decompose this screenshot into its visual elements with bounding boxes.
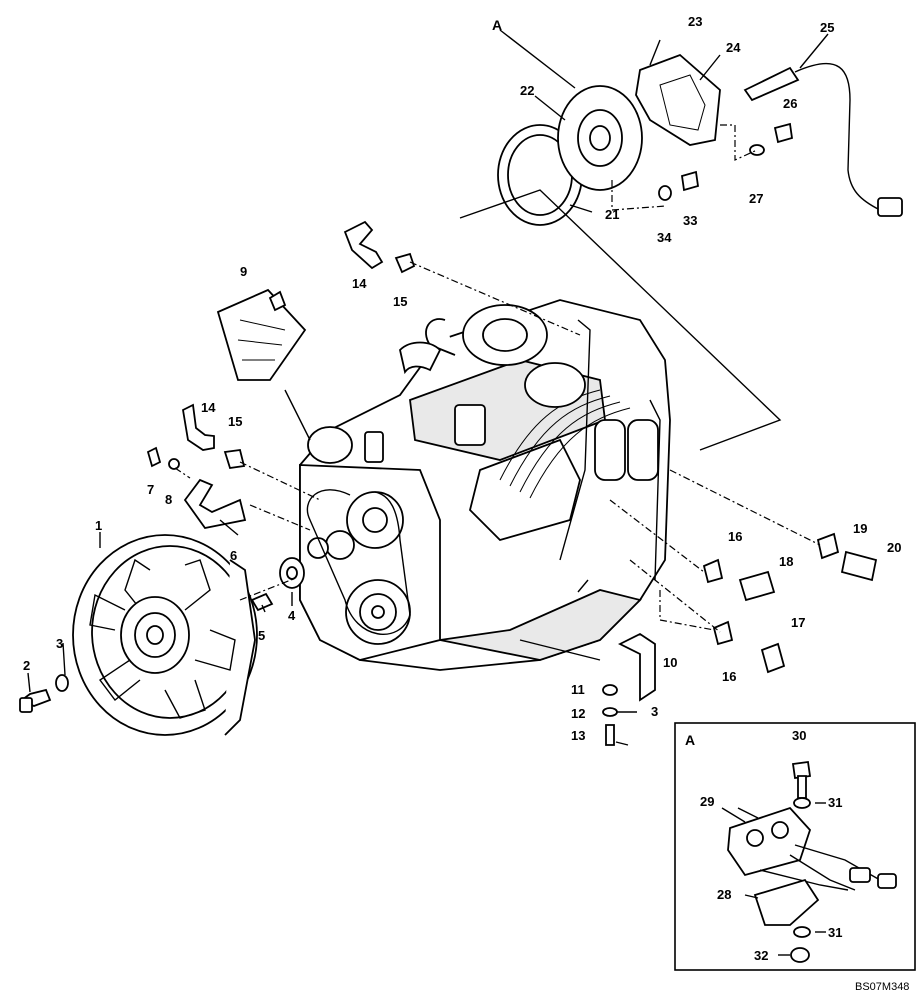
sensor-17 <box>760 642 786 674</box>
callout-23: 23 <box>688 14 702 29</box>
bolt-26 <box>773 122 794 144</box>
bracket <box>617 632 656 702</box>
callout-28: 28 <box>717 887 731 902</box>
callout-18: 18 <box>779 554 793 569</box>
callout-22: 22 <box>520 83 534 98</box>
elbow-fitting-top <box>343 220 384 270</box>
callout-3: 3 <box>56 636 63 651</box>
callout-21: 21 <box>605 207 619 222</box>
adapter-19 <box>816 532 840 560</box>
callout-16-upper: 16 <box>728 529 742 544</box>
callout-6: 6 <box>230 548 237 563</box>
adapter-16a <box>702 558 724 584</box>
callout-5: 5 <box>258 628 265 643</box>
callout-3-lower: 3 <box>651 704 658 719</box>
sensor-18 <box>738 570 776 602</box>
wiring-sensor <box>743 66 800 102</box>
callout-24: 24 <box>726 40 741 55</box>
callout-14-top: 14 <box>352 276 367 291</box>
callout-1: 1 <box>95 518 102 533</box>
callout-31-upper: 31 <box>828 795 842 810</box>
callout-33: 33 <box>683 213 697 228</box>
callout-27: 27 <box>749 191 763 206</box>
adapter-16b <box>712 620 734 646</box>
spacer-bolt <box>250 592 274 612</box>
callout-8: 8 <box>165 492 172 507</box>
callout-25: 25 <box>820 20 834 35</box>
callout-16-lower: 16 <box>722 669 736 684</box>
engine-assembly <box>299 299 671 671</box>
callout-31-lower: 31 <box>828 925 842 940</box>
callout-7: 7 <box>147 482 154 497</box>
callout-9: 9 <box>240 264 247 279</box>
flywheel-group <box>459 53 782 451</box>
callout-12: 12 <box>571 706 585 721</box>
callout-15-top: 15 <box>393 294 407 309</box>
callout-30: 30 <box>792 728 806 743</box>
detail-view-a: A 30 31 29 28 31 32 <box>674 722 916 971</box>
callout-20: 20 <box>887 540 901 555</box>
callout-14-side: 14 <box>201 400 216 415</box>
detail-view-letter: A <box>685 732 695 748</box>
callout-2: 2 <box>23 658 30 673</box>
callout-labels: 1 2 3 4 5 6 7 8 9 10 11 12 3 13 14 15 14… <box>23 14 901 743</box>
bolt-7 <box>146 446 162 468</box>
callout-26: 26 <box>783 96 797 111</box>
callout-15-side: 15 <box>228 414 242 429</box>
nut-11 <box>602 684 618 696</box>
callout-letter-a: A <box>492 17 502 33</box>
callout-29: 29 <box>700 794 714 809</box>
bolt-13 <box>605 724 615 746</box>
figure-code: BS07M348 <box>855 981 909 993</box>
sensor-20 <box>840 550 878 582</box>
callout-10: 10 <box>663 655 677 670</box>
heat-shield <box>216 288 307 381</box>
callout-11: 11 <box>571 682 585 697</box>
callout-32: 32 <box>754 948 768 963</box>
callout-4: 4 <box>288 608 296 623</box>
adapter-top <box>394 252 416 274</box>
callout-13: 13 <box>571 728 585 743</box>
washer-8 <box>168 458 180 470</box>
fan-bolt <box>19 688 52 713</box>
adapter-side <box>223 449 246 469</box>
callout-19: 19 <box>853 521 867 536</box>
elbow-fitting-side <box>182 403 215 451</box>
fan-washer <box>55 674 69 692</box>
clip-27 <box>749 144 765 156</box>
callout-17: 17 <box>791 615 805 630</box>
callout-34: 34 <box>657 230 672 245</box>
nut-34 <box>658 185 672 201</box>
water-elbow <box>183 478 247 529</box>
washer-12 <box>602 707 618 717</box>
leader-lines <box>27 29 829 746</box>
bolt-33 <box>680 170 700 192</box>
wiring-harness <box>794 62 903 215</box>
fan-assembly <box>72 534 258 736</box>
